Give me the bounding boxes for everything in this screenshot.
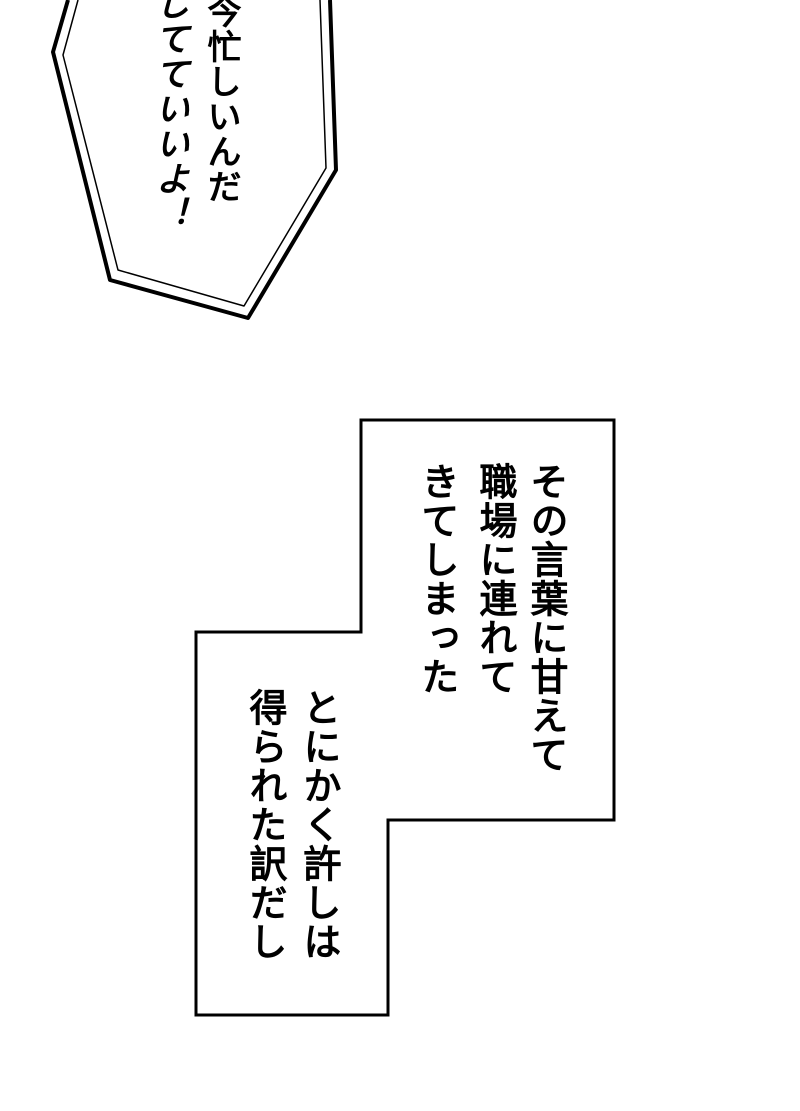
narration-line-2: 職場に連れて: [473, 462, 517, 696]
speech-bubble-outline-outer: [51, 0, 338, 320]
speech-bubble-outline-inner: [62, 0, 327, 307]
narration-line-4: とにかく許しは: [297, 688, 341, 961]
bubble-line-1: 今忙しいんだ: [201, 0, 241, 204]
bubble-line-2: してていいよ！: [149, 0, 189, 231]
narration-line-3: きてしまった: [415, 462, 459, 696]
narration-line-1: その言葉に甘えて: [524, 462, 568, 774]
speech-bubble: [51, 0, 338, 320]
narration-line-5: 得られた訳だし: [243, 688, 287, 961]
narration-box-outline: [194, 418, 616, 1017]
